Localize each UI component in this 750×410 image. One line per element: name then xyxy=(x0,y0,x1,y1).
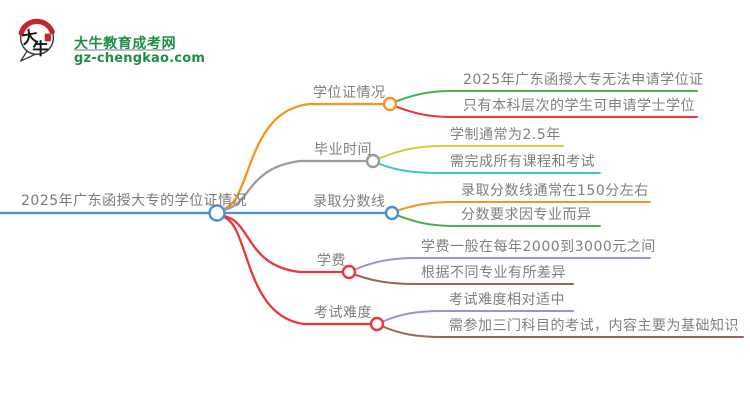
leaf-text: 只有本科层次的学生可申请学士学位 xyxy=(463,98,695,114)
leaf-line xyxy=(383,326,744,338)
branch-line-graduation-time xyxy=(222,159,368,212)
leaf-text: 分数要求因专业而异 xyxy=(461,207,592,223)
root-topic-label: 2025年广东函授大专的学位证情况 xyxy=(21,193,248,209)
leaf-line xyxy=(396,106,698,118)
site-logo[interactable]: 大 牛 大牛教育成考网 gz-chengkao.com xyxy=(12,12,242,68)
branch-label-graduation-time: 毕业时间 xyxy=(314,142,372,158)
leaf-text: 学制通常为2.5年 xyxy=(450,127,561,143)
leaf-line xyxy=(398,215,601,227)
branch-line-exam-difficulty xyxy=(222,215,373,326)
leaf-text: 录取分数线通常在150分左右 xyxy=(461,183,649,199)
branch-label-admission-score: 录取分数线 xyxy=(313,194,386,210)
branch-label-exam-difficulty: 考试难度 xyxy=(314,305,372,321)
svg-text:大: 大 xyxy=(20,26,40,48)
leaf-text: 需参加三门科目的考试，内容主要为基础知识 xyxy=(449,318,739,334)
site-title: 大牛教育成考网 xyxy=(74,36,177,52)
site-domain: gz-chengkao.com xyxy=(74,51,206,66)
branch-label-tuition: 学费 xyxy=(317,253,346,269)
leaf-line xyxy=(355,274,574,285)
leaf-text: 考试难度相对适中 xyxy=(449,292,565,308)
logo-divider xyxy=(74,49,171,51)
node-circle-admission-score xyxy=(384,205,400,221)
leaf-text: 根据不同专业有所差异 xyxy=(421,265,566,281)
leaf-line xyxy=(398,201,651,211)
branch-label-degree-cert: 学位证情况 xyxy=(313,85,386,101)
svg-text:牛: 牛 xyxy=(32,39,48,58)
leaf-text: 2025年广东函授大专无法申请学位证 xyxy=(463,72,704,88)
node-circle-degree-cert xyxy=(382,96,398,112)
node-circle-tuition xyxy=(341,264,357,280)
leaf-line xyxy=(355,257,651,270)
leaf-line xyxy=(379,163,601,174)
root-node-circle xyxy=(208,204,226,222)
leaf-line xyxy=(396,90,698,102)
leaf-text: 需完成所有课程和考试 xyxy=(450,154,595,170)
leaf-line xyxy=(379,145,564,159)
daniu-speech-bubble-icon: 大 牛 xyxy=(18,18,55,62)
leaf-line xyxy=(383,310,574,322)
node-circle-exam-difficulty xyxy=(369,316,385,332)
leaf-text: 学费一般在每年2000到3000元之间 xyxy=(421,239,656,255)
node-circle-graduation-time xyxy=(365,153,381,169)
branch-line-degree-cert xyxy=(222,102,385,211)
branch-line-tuition xyxy=(222,214,345,274)
